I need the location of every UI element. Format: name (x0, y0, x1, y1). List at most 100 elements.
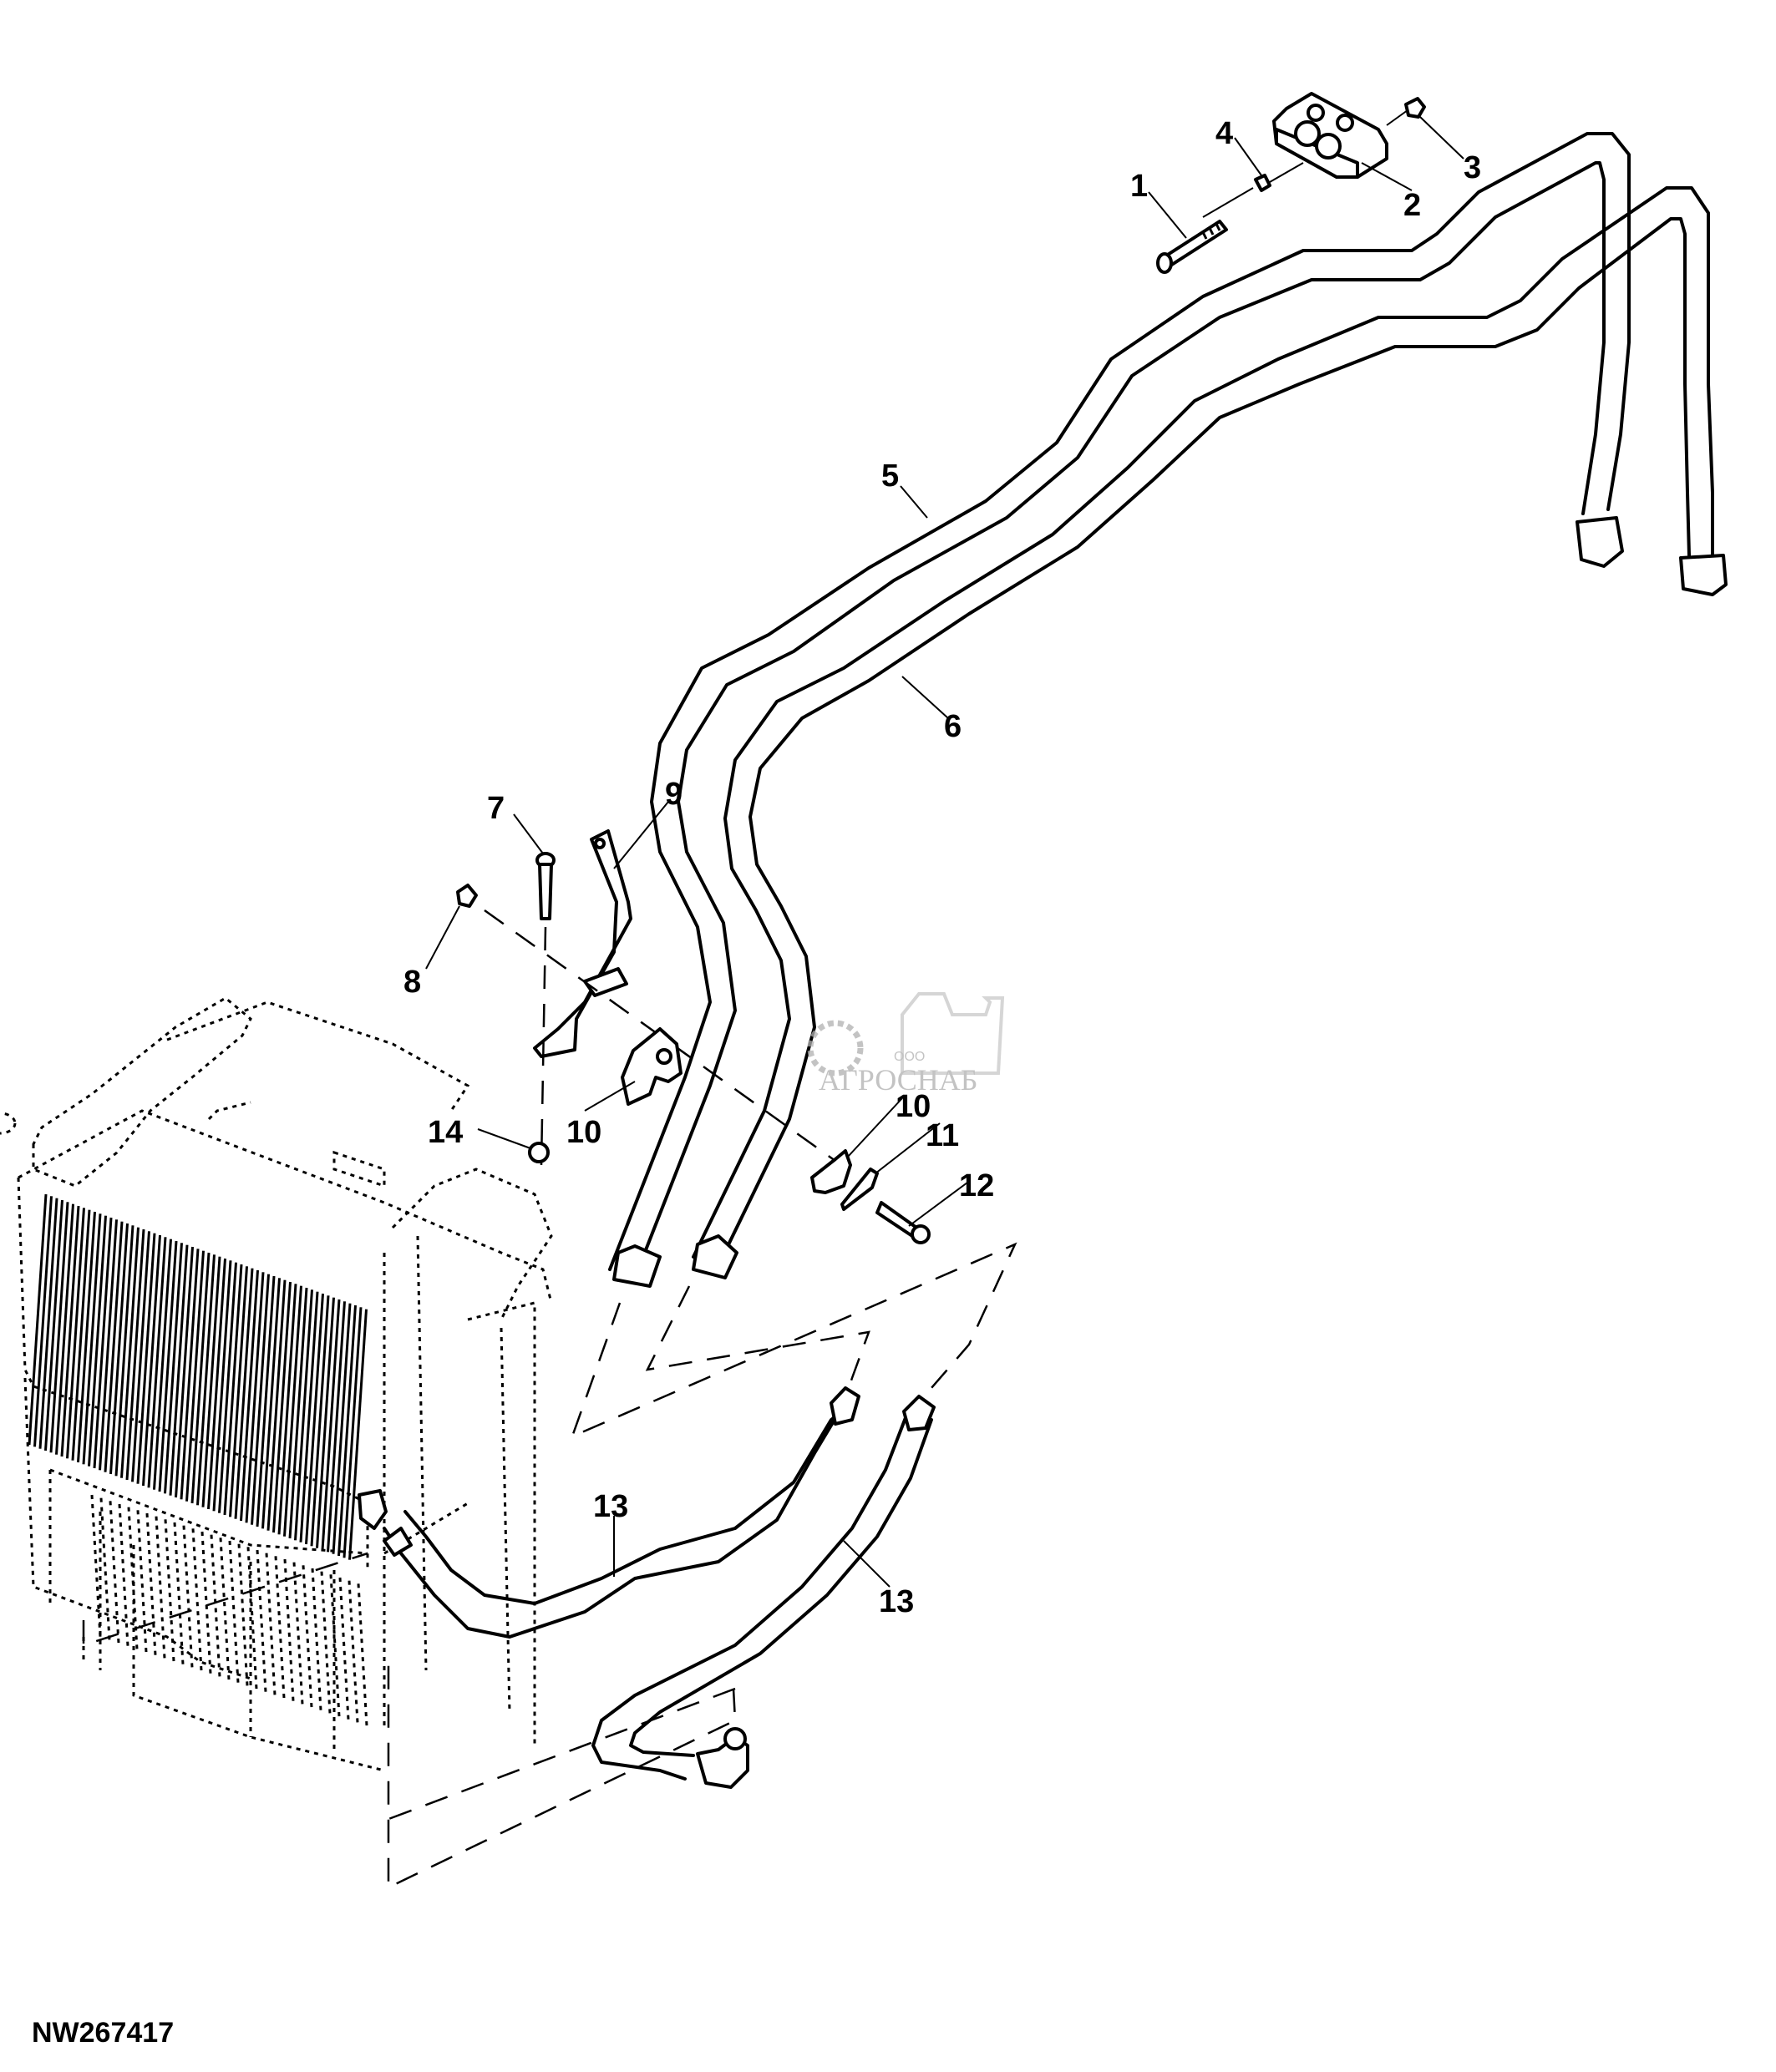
radiator-fin (332, 1303, 352, 1554)
oil-cooler-fin (90, 1494, 102, 1638)
oil-cooler-fin (109, 1501, 120, 1644)
radiator-fin (33, 1196, 53, 1447)
radiator-fin (185, 1250, 205, 1502)
radiator-fin (201, 1256, 221, 1507)
radiator-fin (93, 1217, 113, 1469)
guide-1 (570, 1242, 1017, 1439)
radiator-fin (169, 1244, 189, 1496)
oil-cooler-fin (292, 1562, 304, 1705)
radiator-fin (55, 1203, 74, 1455)
guide-5 (383, 1687, 736, 1822)
oil-cooler-fin (219, 1538, 231, 1680)
line-5-upper-nut (1576, 516, 1624, 568)
radiator-fin (240, 1269, 259, 1522)
radiator-fin (125, 1229, 145, 1481)
radiator-fin (348, 1309, 368, 1560)
oil-cooler-fin (145, 1512, 157, 1656)
callout-2: 2 (1403, 188, 1421, 223)
leader-lines (425, 116, 1464, 1588)
radiator-fin (310, 1295, 330, 1547)
hose-13-lower-fitting-top (902, 1395, 936, 1431)
radiator-fin (229, 1266, 248, 1517)
radiator-ghost (0, 996, 553, 1772)
radiator-fin (77, 1211, 96, 1463)
radiator-fin (109, 1223, 129, 1475)
guide-4 (387, 1654, 737, 1889)
nut-8-axis (484, 909, 836, 1163)
radiator-fin (147, 1237, 167, 1488)
hose-13-upper (358, 1386, 860, 1639)
callout-6: 6 (944, 709, 962, 744)
bolt-7 (535, 852, 556, 920)
clamp-half-10-left (621, 1027, 682, 1106)
radiator-fin (321, 1299, 341, 1551)
callout-3: 3 (1464, 150, 1481, 185)
radiator-fin (294, 1289, 313, 1541)
callout-9: 9 (665, 777, 682, 812)
radiator-fin (164, 1243, 183, 1494)
radiator-fin (207, 1258, 226, 1510)
callouts: 1 4 2 3 5 6 7 9 8 14 10 10 11 12 13 13 (403, 116, 1481, 1619)
radiator-fin (327, 1301, 346, 1553)
bolt-7-axis (540, 926, 547, 1166)
hose-13-upper-fitting-left (358, 1489, 388, 1530)
radiator-fin (114, 1225, 134, 1477)
oil-cooler-fin (200, 1531, 212, 1674)
oil-cooler-fin (136, 1510, 148, 1653)
oil-cooler-fin (155, 1516, 166, 1659)
gear-icon (807, 1020, 864, 1077)
oil-cooler-fin (182, 1525, 194, 1668)
oil-cooler-fin (164, 1519, 175, 1662)
oil-cooler-fin (302, 1565, 313, 1708)
line-6 (692, 186, 1728, 1279)
oil-cooler-fin (118, 1503, 129, 1647)
radiator-fin (28, 1193, 48, 1446)
radiator-fin (337, 1304, 357, 1557)
radiator-fin (272, 1281, 292, 1533)
radiator-fin (38, 1198, 58, 1449)
oil-cooler-fin (228, 1540, 240, 1684)
callout-13-upper: 13 (593, 1489, 628, 1524)
radiator-fin (153, 1239, 172, 1490)
watermark-name: АГРОСНАБ (819, 1063, 977, 1097)
oil-cooler-fin (274, 1556, 286, 1699)
oil-cooler-fin (348, 1580, 359, 1723)
radiator-fin (223, 1264, 243, 1516)
radiator-fin (136, 1233, 156, 1484)
radiator-fin (82, 1213, 102, 1465)
radiator-fin (88, 1215, 107, 1467)
radiator-fin (44, 1199, 63, 1451)
radiator-fin (261, 1278, 281, 1529)
oil-cooler-fin (210, 1534, 221, 1677)
radiator-fin (299, 1291, 319, 1543)
radiator-fin (60, 1205, 80, 1457)
radiator-fin (99, 1219, 118, 1471)
radiator-fin (158, 1240, 178, 1492)
nut-14 (528, 1142, 550, 1163)
radiator-fin (316, 1297, 335, 1548)
oil-cooler-fin (357, 1583, 368, 1726)
radiator-fin (120, 1227, 140, 1478)
radiator-fin (245, 1272, 265, 1523)
line-5-lower-nut (612, 1244, 662, 1288)
bolt-1 (1156, 220, 1228, 274)
oil-cooler-fin (237, 1543, 249, 1686)
bolt-12 (875, 1201, 931, 1244)
oil-cooler-fin (311, 1568, 322, 1711)
radiator-fin (256, 1275, 276, 1527)
callout-1: 1 (1130, 169, 1148, 204)
callout-8: 8 (403, 965, 421, 1000)
radiator-fin (131, 1231, 150, 1482)
radiator-fin (71, 1209, 91, 1461)
oil-cooler-fin (191, 1528, 203, 1671)
callout-10-right: 10 (896, 1089, 931, 1124)
radiator-fin (196, 1254, 216, 1506)
radiator-fin (343, 1307, 363, 1558)
radiator-fin (142, 1234, 161, 1487)
callout-13-lower: 13 (879, 1584, 914, 1619)
clamp-block-assembly (1156, 92, 1426, 274)
oil-cooler-fin (99, 1497, 111, 1640)
combine-harvester-icon (901, 992, 1005, 1075)
washer-4 (1254, 174, 1271, 192)
